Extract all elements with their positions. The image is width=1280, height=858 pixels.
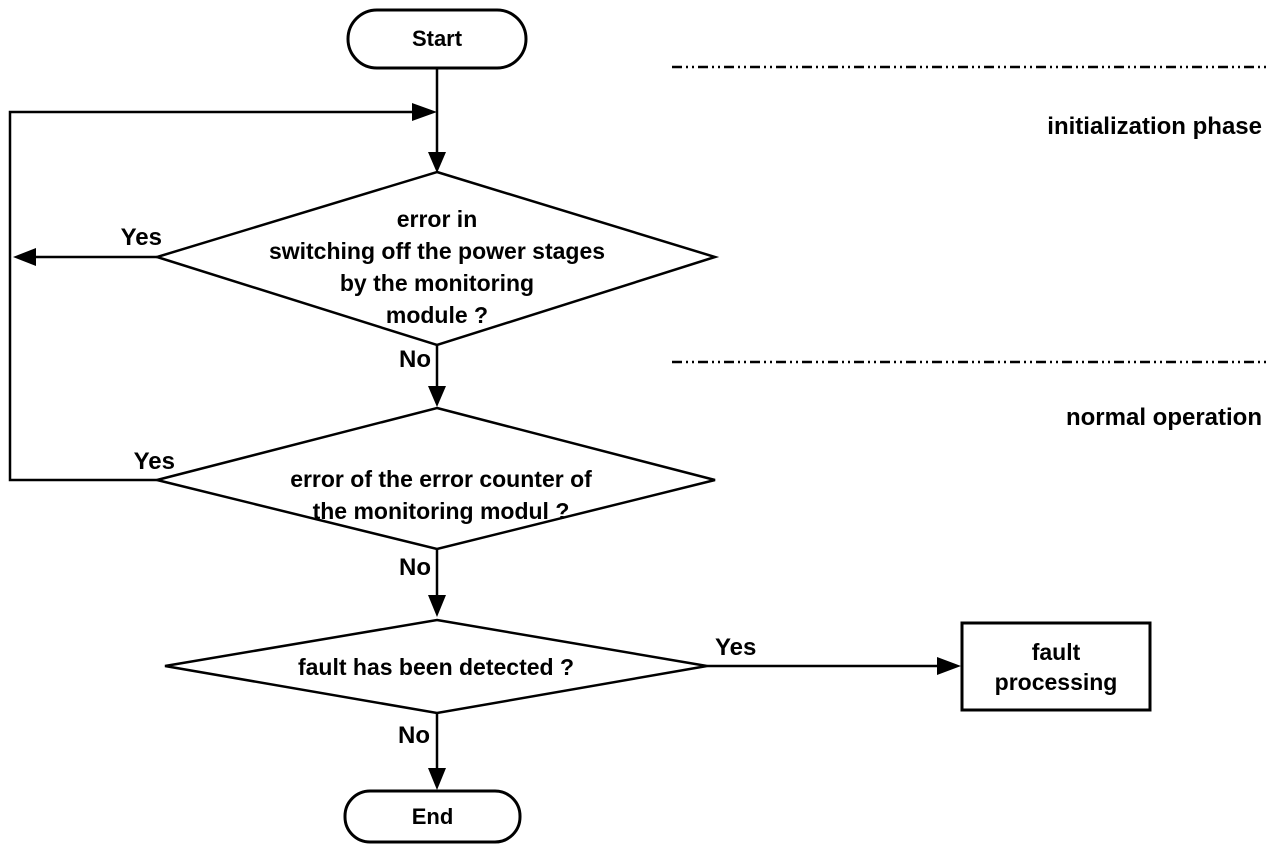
decision3-yes-label: Yes xyxy=(715,634,757,661)
arrowhead-right-icon xyxy=(937,657,961,675)
end-node-shape xyxy=(343,789,522,844)
arrowhead-left-icon xyxy=(13,248,36,266)
normal-operation-label: normal operation xyxy=(1065,404,1262,431)
arrowhead-down-icon xyxy=(428,386,446,407)
decision1-no-label: No xyxy=(399,346,431,373)
arrowhead-down-icon xyxy=(428,152,446,173)
initialization-phase-label: initialization phase xyxy=(1047,113,1262,140)
end-node-label: End xyxy=(411,803,454,829)
loop-back-connector xyxy=(8,110,412,482)
start-node-label: Start xyxy=(411,26,463,51)
decision2-label: error of the error counter of the monito… xyxy=(290,465,592,524)
decision1-label: error in switching off the power stages … xyxy=(268,206,606,328)
decision3-label: fault has been detected ? xyxy=(297,653,575,680)
fault-processing-label: fault processing xyxy=(994,638,1118,695)
arrowhead-down-icon xyxy=(428,768,446,790)
decision2-yes-label: Yes xyxy=(133,448,175,475)
decision2-no-label: No xyxy=(399,554,431,581)
decision1-yes-label: Yes xyxy=(120,224,162,251)
decision3-no-label: No xyxy=(398,722,430,749)
fault-processing-shape xyxy=(960,621,1152,712)
loop-arrowhead-right-icon xyxy=(412,103,437,121)
arrowhead-down-icon xyxy=(428,595,446,617)
